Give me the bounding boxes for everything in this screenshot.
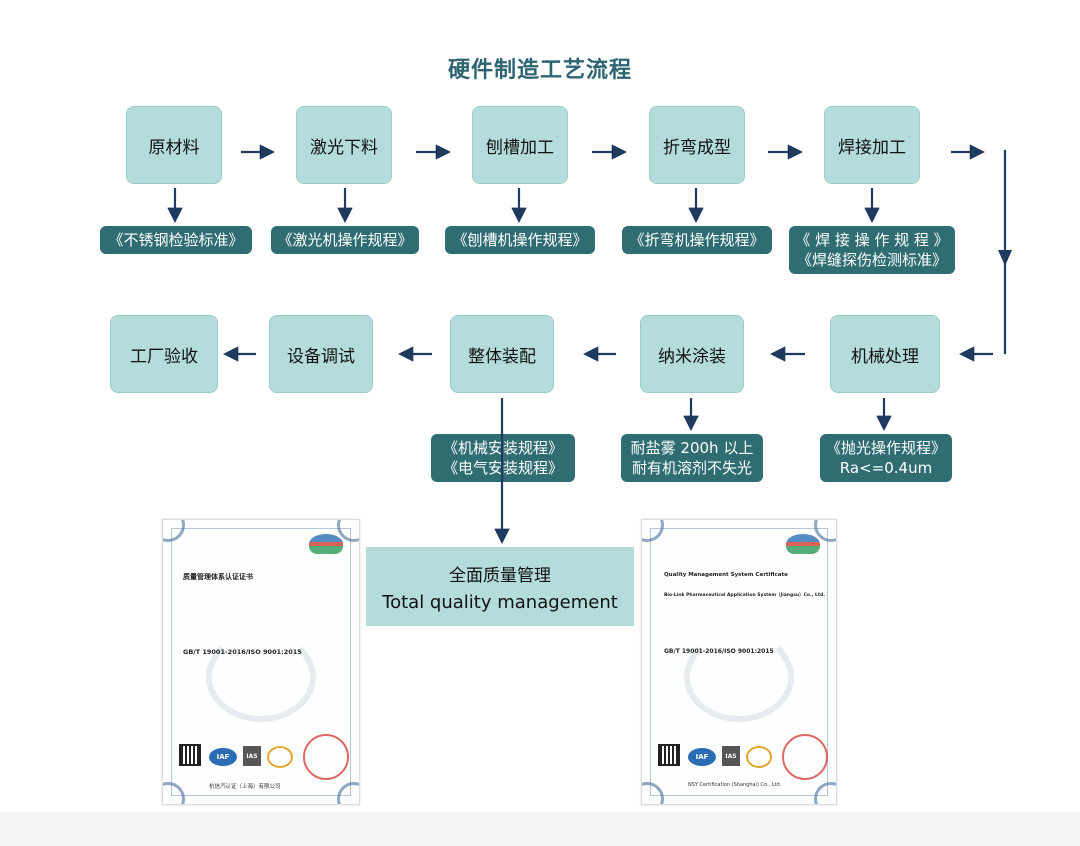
certificate-frame — [650, 528, 828, 796]
spec-coating: 耐盐雾 200h 以上 耐有机溶剂不失光 — [621, 434, 763, 482]
tqm-english: Total quality management — [382, 591, 618, 613]
cert-title: Quality Management System Certificate — [664, 572, 788, 578]
cnas-logo — [267, 746, 293, 768]
spec-line: 《刨槽机操作规程》 — [452, 231, 588, 249]
spec-welding: 《 焊 接 操 作 规 程 》 《焊缝探伤检测标准》 — [789, 226, 955, 274]
iaf-logo: IAF — [209, 748, 237, 766]
spec-line: 《 焊 接 操 作 规 程 》 — [795, 231, 949, 249]
spec-laser-cutting: 《激光机操作规程》 — [271, 226, 419, 254]
spec-line: 《焊缝探伤检测标准》 — [796, 251, 947, 269]
corner-ornament — [642, 782, 664, 804]
step-welding: 焊接加工 — [824, 106, 920, 184]
certificate-english: Quality Management System Certificate Bi… — [641, 519, 837, 805]
qr-code — [179, 744, 201, 766]
step-bending: 折弯成型 — [649, 106, 745, 184]
cert-logo — [786, 534, 820, 554]
spec-machining: 《抛光操作规程》 Ra<=0.4um — [820, 434, 952, 482]
cert-issuer: 杭信汽认证（上海）有限公司 — [209, 784, 281, 790]
cert-issuer: NSY Certification (Shanghai) Co., Ltd. — [688, 782, 782, 788]
spec-grooving: 《刨槽机操作规程》 — [445, 226, 595, 254]
spec-line: 《激光机操作规程》 — [277, 231, 413, 249]
cert-logo — [309, 534, 343, 554]
laurel-watermark — [684, 632, 794, 722]
step-assembly: 整体装配 — [450, 315, 554, 393]
corner-ornament — [337, 520, 359, 542]
certificate-chinese: 质量管理体系认证证书 GB/T 19001-2016/ISO 9001:2015… — [162, 519, 360, 805]
corner-ornament — [163, 520, 185, 542]
spec-bending: 《折弯机操作规程》 — [622, 226, 772, 254]
tqm-chinese: 全面质量管理 — [449, 565, 551, 586]
step-machining: 机械处理 — [830, 315, 940, 393]
spec-line: 《抛光操作规程》 — [825, 439, 946, 457]
corner-ornament — [642, 520, 664, 542]
corner-ornament — [814, 782, 836, 804]
cnas-logo — [746, 746, 772, 768]
page-title: 硬件制造工艺流程 — [447, 58, 632, 83]
cert-standard: GB/T 19001-2016/ISO 9001:2015 — [664, 648, 774, 655]
spec-line: 耐盐雾 200h 以上 — [630, 439, 754, 457]
cert-title: 质量管理体系认证证书 — [183, 573, 253, 581]
red-seal-stamp — [782, 734, 828, 780]
corner-ornament — [337, 782, 359, 804]
step-commissioning: 设备调试 — [269, 315, 373, 393]
certificate-frame — [171, 528, 351, 796]
cert-company: Bio-Link Pharmaceutical Application Syst… — [664, 593, 825, 598]
red-seal-stamp — [303, 734, 349, 780]
spec-line: 《折弯机操作规程》 — [629, 231, 765, 249]
ias-logo: IAS — [722, 746, 740, 766]
corner-ornament — [163, 782, 185, 804]
iaf-logo: IAF — [688, 748, 716, 766]
step-raw-material: 原材料 — [126, 106, 222, 184]
spec-line: 耐有机溶剂不失光 — [631, 459, 752, 477]
bottom-band — [0, 812, 1080, 846]
qr-code — [658, 744, 680, 766]
step-factory-acceptance: 工厂验收 — [110, 315, 218, 393]
spec-raw-material: 《不锈钢检验标准》 — [100, 226, 252, 254]
step-grooving: 刨槽加工 — [472, 106, 568, 184]
ias-logo: IAS — [243, 746, 261, 766]
total-quality-management-box: 全面质量管理 Total quality management — [366, 547, 634, 626]
step-laser-cutting: 激光下料 — [296, 106, 392, 184]
connector-arrowhead — [998, 250, 1012, 266]
step-nano-coating: 纳米涂装 — [640, 315, 744, 393]
spec-line: Ra<=0.4um — [839, 459, 933, 477]
corner-ornament — [814, 520, 836, 542]
cert-standard: GB/T 19001-2016/ISO 9001:2015 — [183, 648, 302, 656]
laurel-watermark — [206, 632, 316, 722]
spec-line: 《不锈钢检验标准》 — [108, 231, 244, 249]
